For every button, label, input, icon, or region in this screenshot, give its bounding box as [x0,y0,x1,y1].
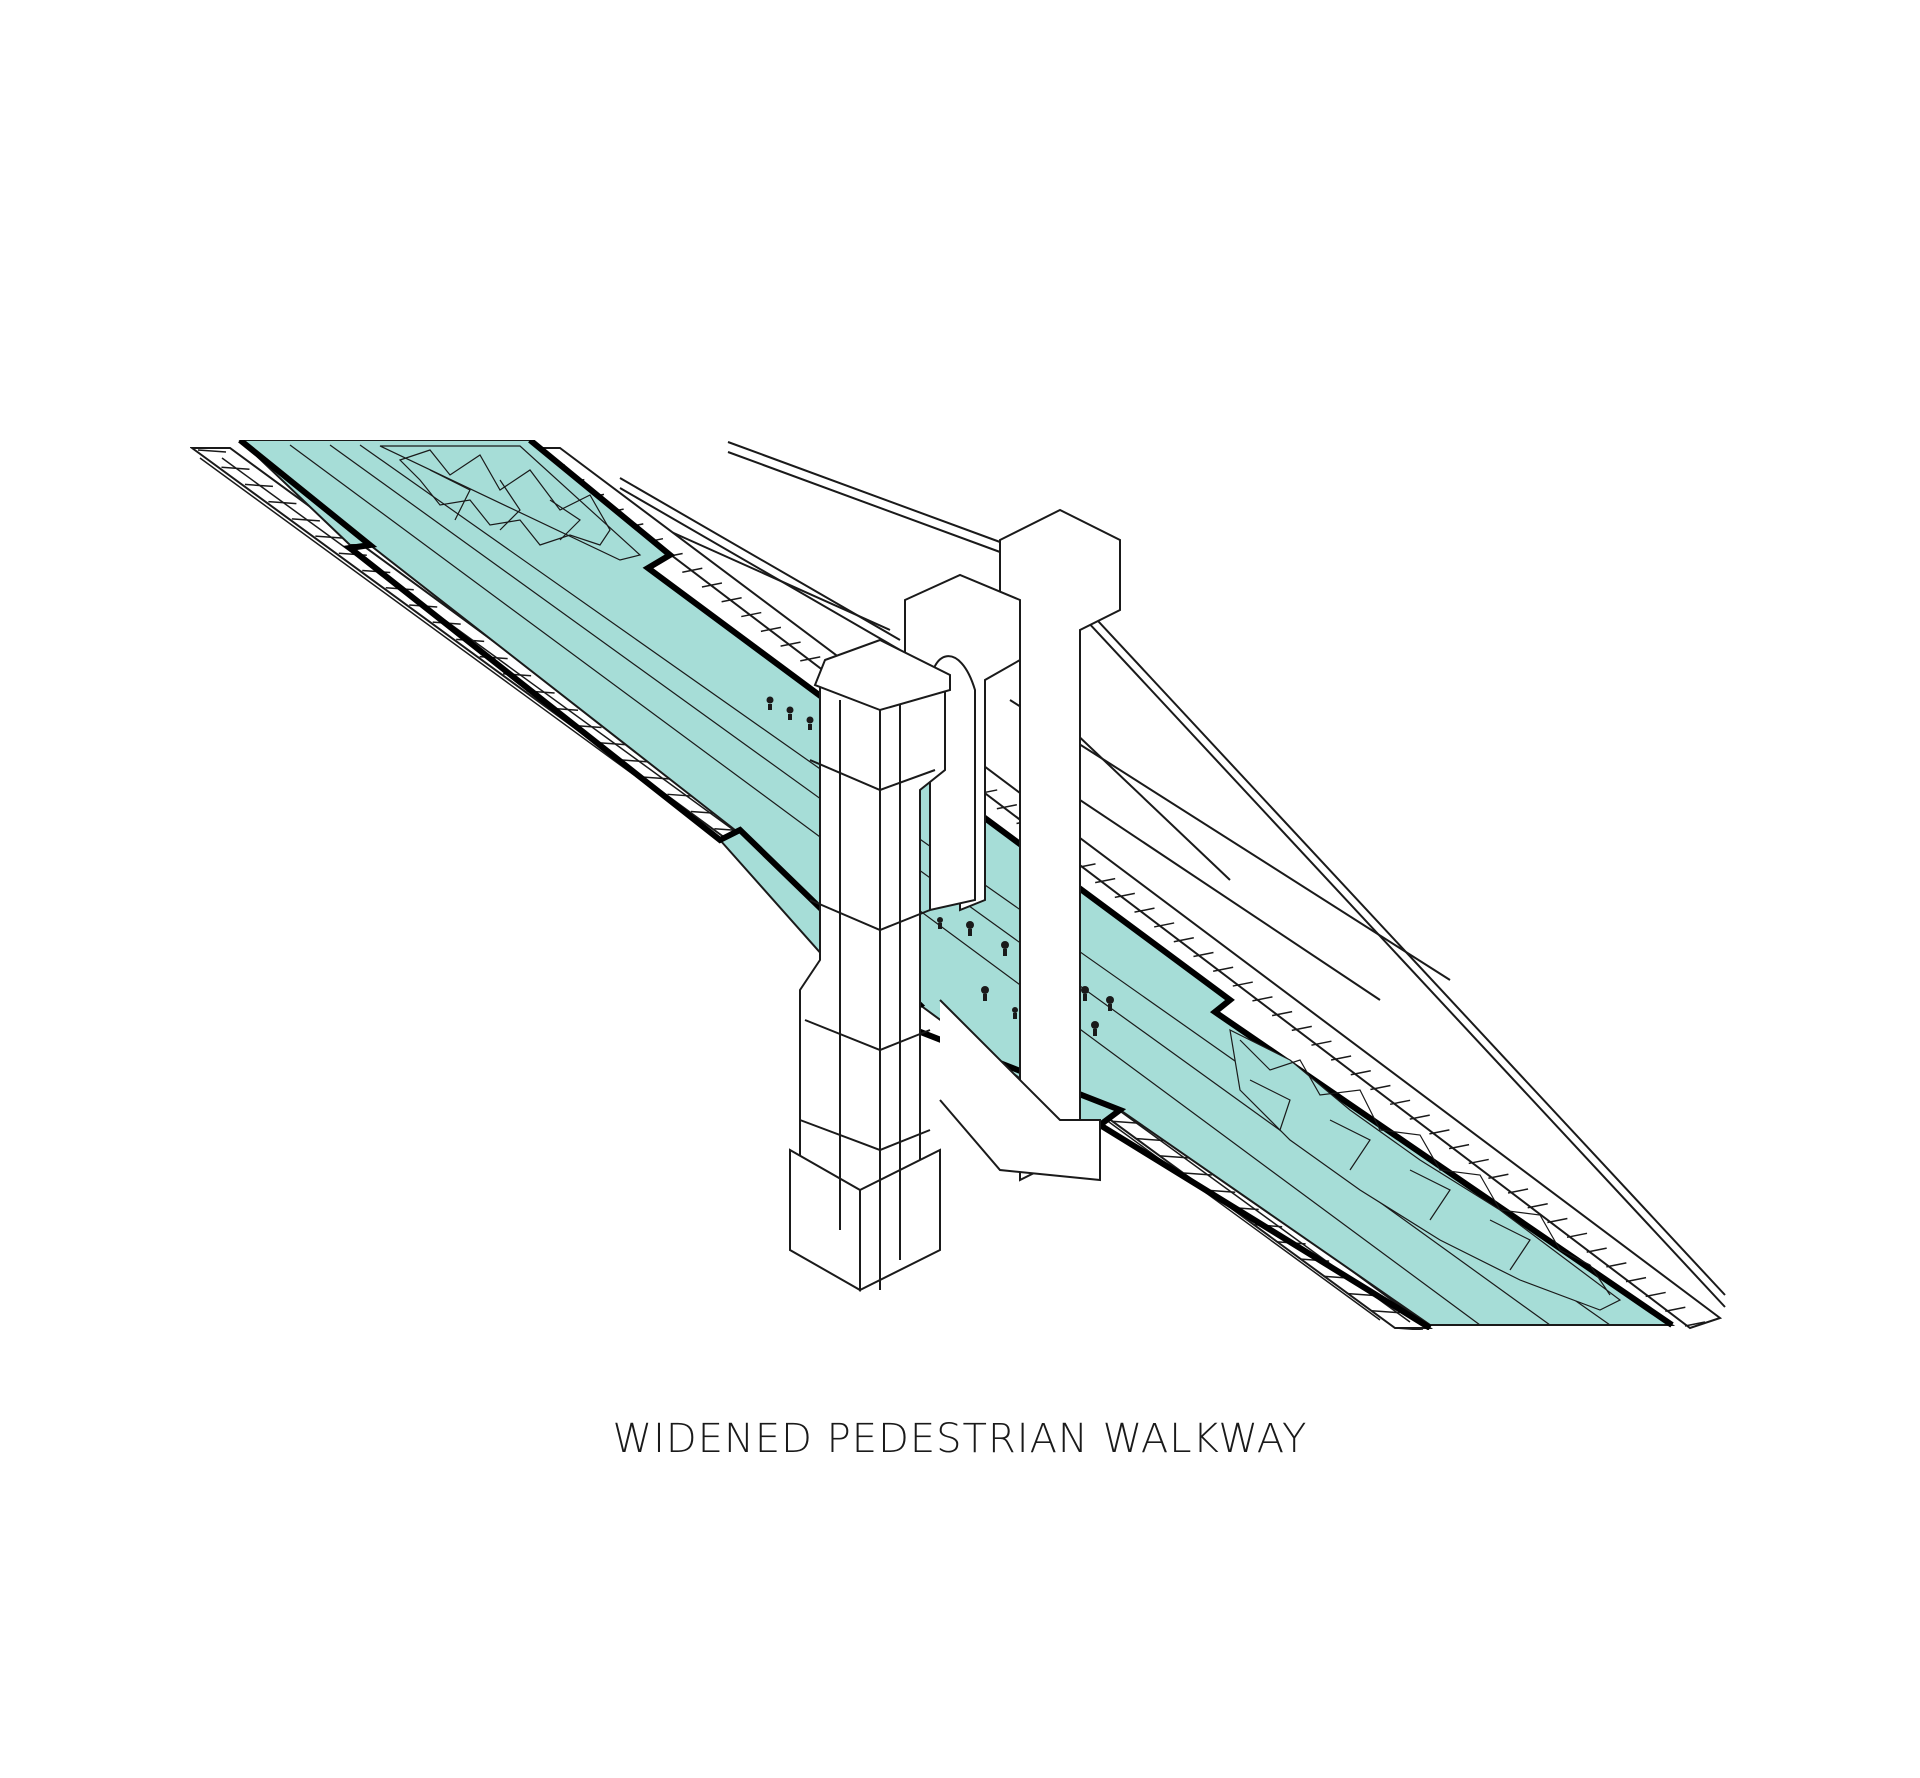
railing-post [1134,907,1155,913]
railing-post [1606,1262,1627,1268]
railing-post [1154,922,1175,928]
railing-post [315,535,344,539]
railing-post [1136,1137,1165,1142]
railing-post [1350,1070,1371,1076]
railing-post [1566,1232,1588,1239]
railing-post [1409,1114,1430,1120]
railing-post [1113,1120,1142,1125]
railing-post [1291,1025,1312,1032]
railing-post [1193,951,1214,958]
railing-post [1448,1143,1470,1150]
railing-post [1547,1217,1568,1224]
railing-post [1330,1055,1352,1061]
railing-post [1183,1172,1212,1176]
railing-post [1468,1158,1489,1165]
railing-post [620,759,649,763]
railing-post [682,567,703,573]
railing-post [1394,1327,1424,1330]
railing-post [221,466,250,470]
railing-icon [524,447,1723,1330]
railing-post [268,500,297,505]
railing-post [1625,1276,1647,1283]
railing-post [721,597,742,603]
railing-post [1645,1291,1666,1298]
railing-post [1665,1306,1686,1312]
railing-post [1371,1310,1400,1314]
railing-post [1684,1321,1706,1327]
planting-icon [379,445,1622,1311]
railing-post [197,449,227,453]
railing-post [1114,892,1135,899]
railing-post [996,803,1018,810]
railing-post [1232,981,1253,987]
bridge-tower-icon [789,508,1121,1292]
railing-post [244,483,273,488]
railing-post [1586,1247,1607,1253]
railing-post [1389,1099,1411,1106]
suspension-cable-icon [599,441,1726,1308]
railing-post [780,641,801,647]
railing-post [760,626,782,633]
railing-post [1488,1173,1509,1179]
railing-post [1173,936,1194,943]
railing-post [1527,1203,1548,1209]
railing-post [741,611,762,618]
railing-post [643,776,672,780]
railing-post [1252,996,1273,1002]
railing-post [800,656,821,662]
diagram-caption: WIDENED PEDESTRIAN WALKWAY [612,1416,1308,1462]
railing-post [1160,1155,1189,1159]
railing-post [1370,1084,1391,1091]
railing-post [1095,877,1116,884]
railing-post [1429,1129,1450,1135]
railing-post [1507,1188,1529,1194]
railing-post [701,582,723,588]
railing-post [1212,966,1234,973]
railing-post [1271,1010,1293,1017]
railing-post [291,518,320,522]
railing-post [1311,1040,1332,1046]
